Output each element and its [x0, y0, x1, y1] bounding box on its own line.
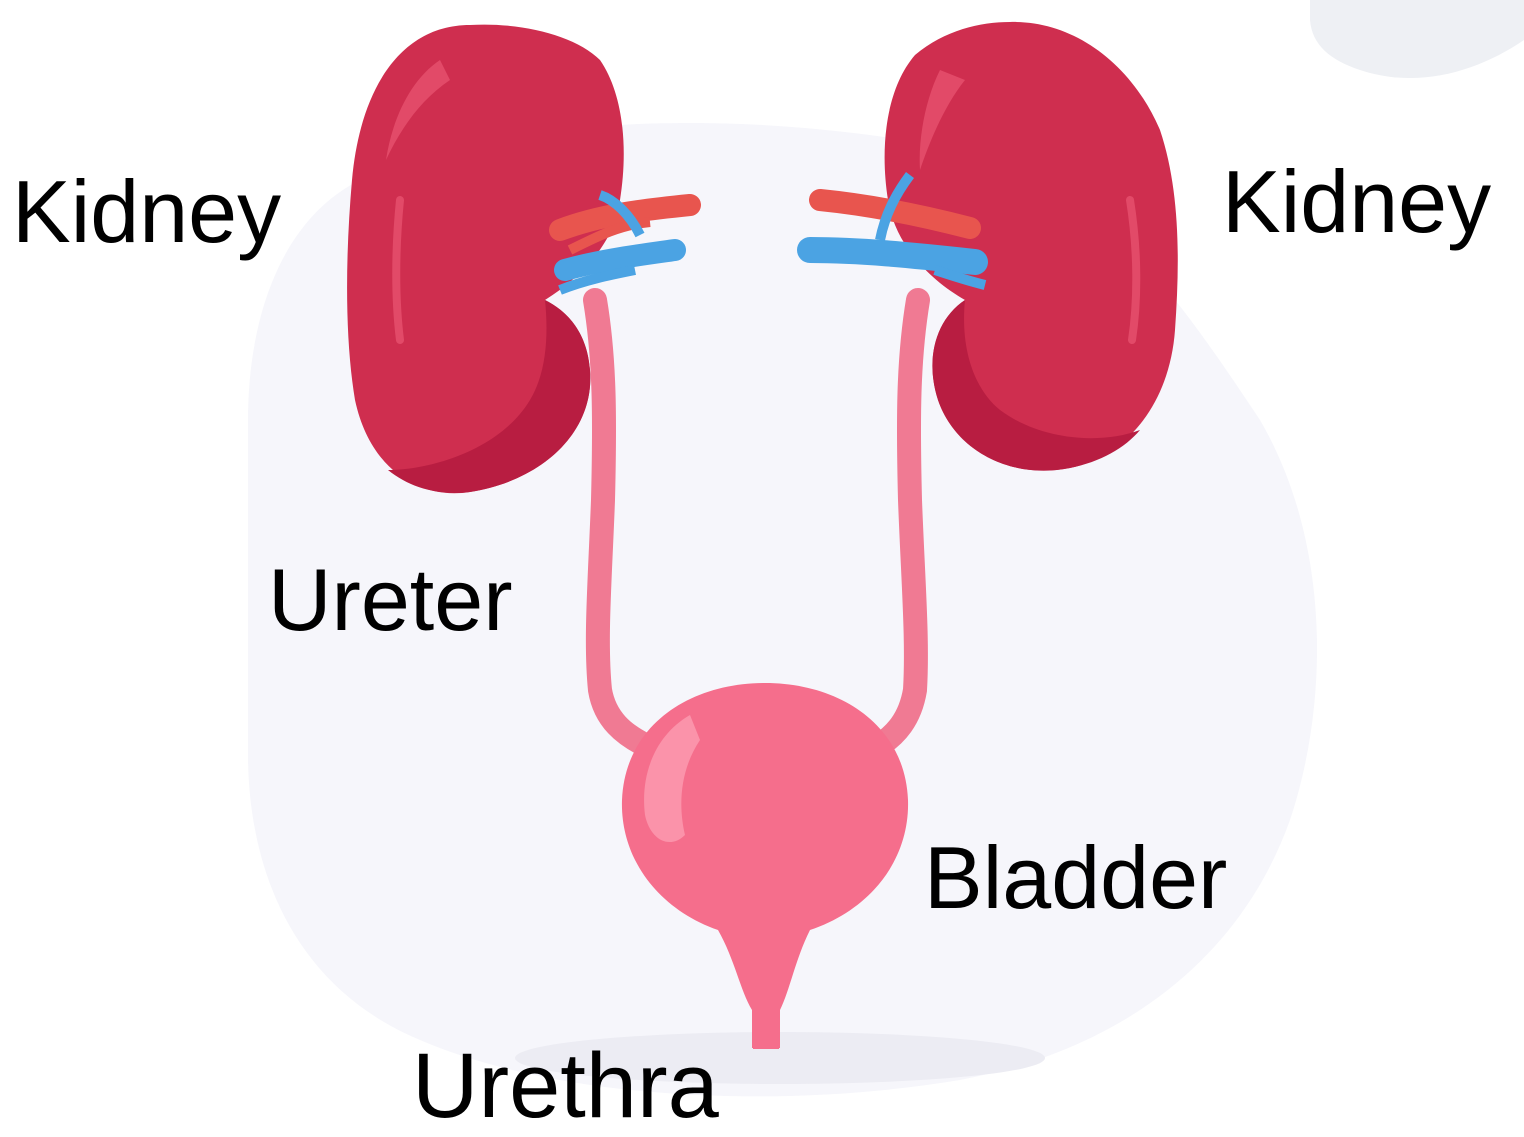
urethra [753, 1005, 779, 1049]
corner-decoration [1310, 0, 1524, 78]
label-left-kidney: Kidney [12, 168, 281, 256]
label-urethra: Urethra [412, 1040, 719, 1132]
label-bladder: Bladder [924, 834, 1227, 922]
label-right-kidney: Kidney [1222, 158, 1491, 246]
label-ureter: Ureter [268, 556, 513, 644]
